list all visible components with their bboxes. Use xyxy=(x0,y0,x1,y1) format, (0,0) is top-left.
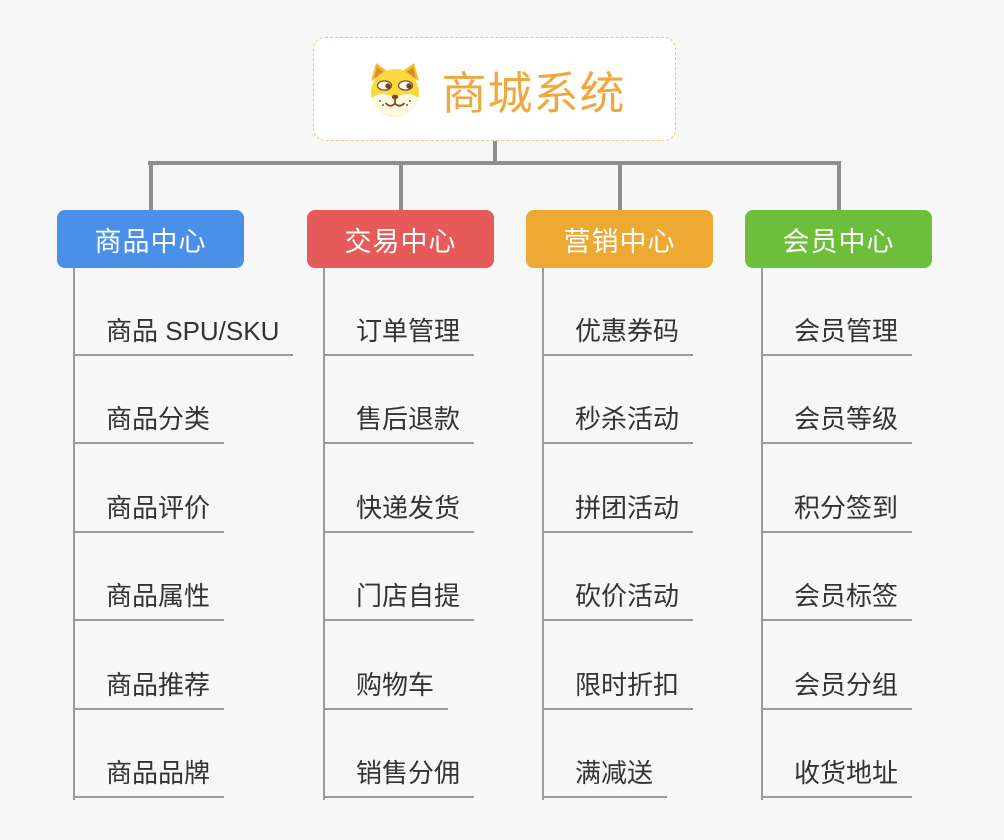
connector-branch-drop xyxy=(617,161,622,210)
leaf-node[interactable]: 砍价活动 xyxy=(542,579,694,621)
leaf-node[interactable]: 会员等级 xyxy=(761,402,913,444)
branch-node[interactable]: 营销中心 xyxy=(526,210,713,268)
branch-node[interactable]: 商品中心 xyxy=(57,210,244,268)
branch-trunk-line xyxy=(323,268,325,800)
connector-root-drop xyxy=(493,141,497,165)
leaf-node[interactable]: 拼团活动 xyxy=(542,491,694,533)
leaf-node[interactable]: 积分签到 xyxy=(761,491,913,533)
leaf-node[interactable]: 限时折扣 xyxy=(542,668,694,710)
branch-trunk-line xyxy=(542,268,544,800)
leaf-node[interactable]: 商品属性 xyxy=(73,579,225,621)
leaf-node[interactable]: 优惠券码 xyxy=(542,314,694,356)
branch-trunk-line xyxy=(73,268,75,800)
leaf-node[interactable]: 商品推荐 xyxy=(73,668,225,710)
leaf-node[interactable]: 快递发货 xyxy=(323,491,475,533)
leaf-node[interactable]: 售后退款 xyxy=(323,402,475,444)
branch-label: 营销中心 xyxy=(563,226,676,257)
branch-label: 会员中心 xyxy=(782,226,895,257)
leaf-node[interactable]: 会员标签 xyxy=(761,579,913,621)
leaf-node[interactable]: 秒杀活动 xyxy=(542,402,694,444)
leaf-node[interactable]: 销售分佣 xyxy=(323,756,475,798)
connector-branch-drop xyxy=(148,161,153,210)
leaf-node[interactable]: 会员分组 xyxy=(761,668,913,710)
connector-branch-drop xyxy=(836,161,841,210)
root-node[interactable]: 商城系统 xyxy=(313,37,676,141)
branch-label: 商品中心 xyxy=(94,226,207,257)
leaf-node[interactable]: 会员管理 xyxy=(761,314,913,356)
branch-node[interactable]: 交易中心 xyxy=(307,210,494,268)
branch-trunk-line xyxy=(761,268,763,800)
connector-bus xyxy=(148,161,840,165)
leaf-node[interactable]: 商品评价 xyxy=(73,491,225,533)
connector-branch-drop xyxy=(398,161,403,210)
leaf-node[interactable]: 商品分类 xyxy=(73,402,225,444)
dog-face-icon xyxy=(371,63,420,117)
branch-node[interactable]: 会员中心 xyxy=(745,210,932,268)
leaf-node[interactable]: 收货地址 xyxy=(761,756,913,798)
leaf-node[interactable]: 商品 SPU/SKU xyxy=(73,314,294,356)
leaf-node[interactable]: 订单管理 xyxy=(323,314,475,356)
leaf-node[interactable]: 满减送 xyxy=(542,756,668,798)
root-title: 商城系统 xyxy=(441,67,626,119)
leaf-node[interactable]: 购物车 xyxy=(323,668,449,710)
leaf-node[interactable]: 门店自提 xyxy=(323,579,475,621)
branch-label: 交易中心 xyxy=(344,226,457,257)
leaf-node[interactable]: 商品品牌 xyxy=(73,756,225,798)
